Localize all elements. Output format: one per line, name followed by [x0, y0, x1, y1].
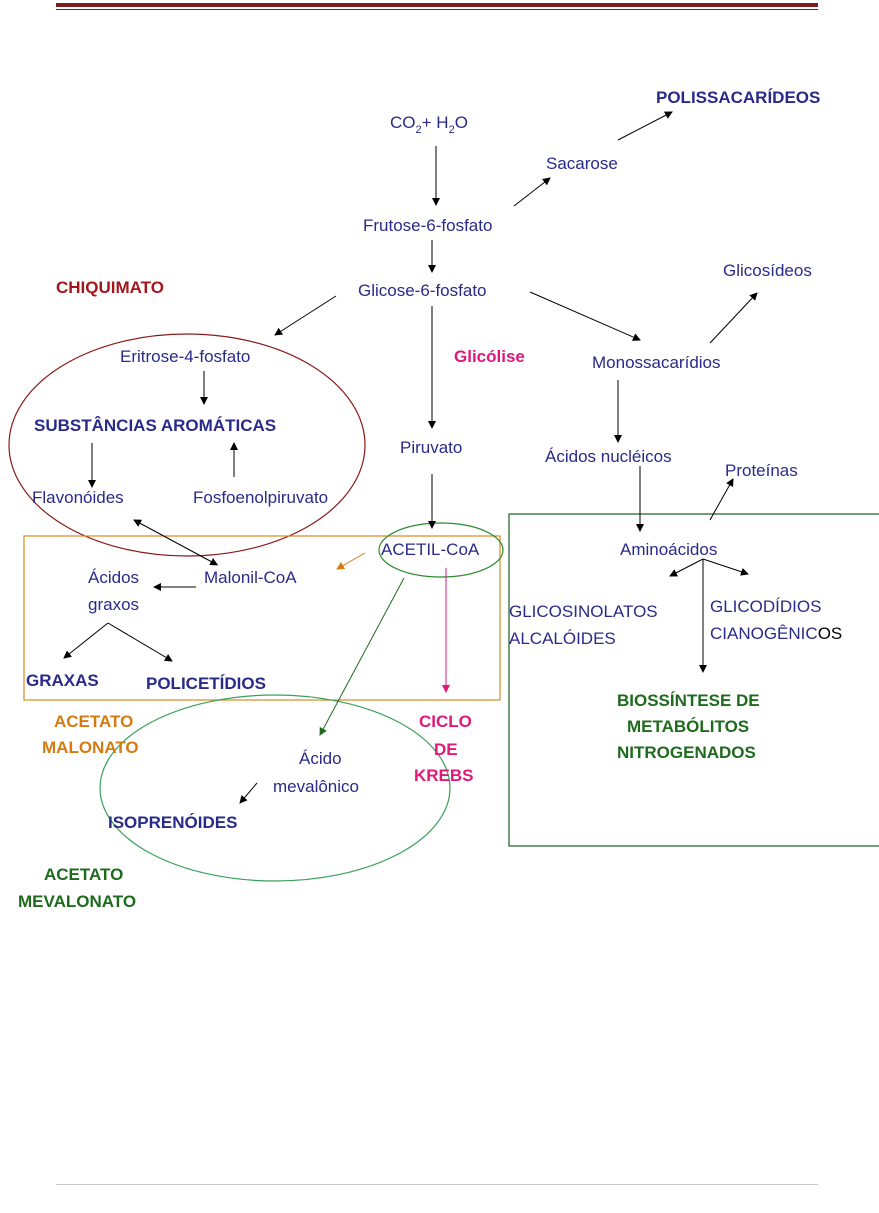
branch-amino-glicodidios — [702, 558, 749, 576]
label-biossintese-2: METABÓLITOS — [627, 717, 749, 736]
label-aminoacidos: Aminoácidos — [620, 540, 717, 559]
arrow-aminoacidos-proteinas — [709, 478, 734, 521]
label-glicodidios: GLICODÍDIOS — [710, 597, 821, 616]
header-rule-thin — [56, 9, 818, 10]
arrow-acido-isoprenoides — [239, 782, 258, 804]
label-biossintese-1: BIOSSÍNTESE DE — [617, 691, 760, 710]
arrow-glicose-monossacaridios — [529, 291, 641, 341]
arrow-acetil-malonil — [336, 552, 366, 570]
label-flavonoides: Flavonóides — [32, 488, 124, 507]
label-sacarose: Sacarose — [546, 154, 618, 173]
arrow-monossacaridios-glicosideos — [709, 292, 758, 344]
label-glicose: Glicose-6-fosfato — [358, 281, 487, 300]
label-acido-mevalonico-2: mevalônico — [273, 777, 359, 796]
chiquimato-region — [8, 333, 366, 557]
arrow-malonil-flavonoides — [133, 519, 219, 566]
label-acetato-mevalonato-1: ACETATO — [44, 865, 123, 884]
acetil-coa-circle — [378, 522, 504, 578]
label-acetato-malonato-1: ACETATO — [54, 712, 133, 731]
label-substancias-aromaticas: SUBSTÂNCIAS AROMÁTICAS — [34, 416, 276, 435]
branch-acidos-policetidios — [107, 622, 173, 662]
label-isoprenoides: ISOPRENÓIDES — [108, 813, 237, 832]
branch-amino-glicosinolatos — [669, 558, 704, 577]
label-proteinas: Proteínas — [725, 461, 798, 480]
label-cianogenicos: CIANOGÊNICOS — [710, 624, 842, 643]
label-co2-h2o: CO2+ H2O — [390, 113, 468, 136]
label-frutose: Frutose-6-fosfato — [363, 216, 492, 235]
branch-acidos-graxas — [63, 622, 109, 659]
label-eritrose: Eritrose-4-fosfato — [120, 347, 250, 366]
label-glicosinolatos: GLICOSINOLATOS — [509, 602, 658, 621]
label-piruvato: Piruvato — [400, 438, 462, 457]
nitrogenados-region — [508, 513, 879, 847]
header-rule — [56, 3, 818, 7]
footer-rule — [56, 1184, 818, 1185]
label-monossacaridios: Monossacarídios — [592, 353, 721, 372]
label-acidos-graxos-2: graxos — [88, 595, 139, 614]
label-biossintese-3: NITROGENADOS — [617, 743, 756, 762]
label-acetato-malonato-2: MALONATO — [42, 738, 139, 757]
label-graxas: GRAXAS — [26, 671, 99, 690]
arrow-sacarose-polissacarideos — [617, 111, 673, 141]
label-glicolise: Glicólise — [454, 347, 525, 366]
acetato-mevalonato-region — [99, 694, 451, 882]
label-acidos-nucleicos: Ácidos nucléicos — [545, 447, 672, 466]
label-acetato-mevalonato-2: MEVALONATO — [18, 892, 136, 911]
arrow-glicose-eritrose — [274, 295, 337, 336]
label-ciclo-2: DE — [434, 740, 458, 759]
label-malonil-coa: Malonil-CoA — [204, 568, 297, 587]
label-ciclo-3: KREBS — [414, 766, 474, 785]
label-alcaloides: ALCALÓIDES — [509, 629, 616, 648]
label-chiquimato: CHIQUIMATO — [56, 278, 164, 297]
label-fosfoenolpiruvato: Fosfoenolpiruvato — [193, 488, 328, 507]
label-policetidios: POLICETÍDIOS — [146, 674, 266, 693]
label-polissacarideos: POLISSACARÍDEOS — [656, 88, 820, 107]
label-acidos-graxos-1: Ácidos — [88, 568, 139, 587]
label-ciclo-1: CICLO — [419, 712, 472, 731]
label-glicosideos: Glicosídeos — [723, 261, 812, 280]
arrow-acetil-mevalonico — [319, 577, 405, 736]
acetato-malonato-region — [23, 535, 501, 701]
label-acido-mevalonico-1: Ácido — [299, 749, 342, 768]
label-acetil-coa: ACETIL-CoA — [381, 540, 480, 559]
arrow-frutose-sacarose — [513, 177, 551, 207]
